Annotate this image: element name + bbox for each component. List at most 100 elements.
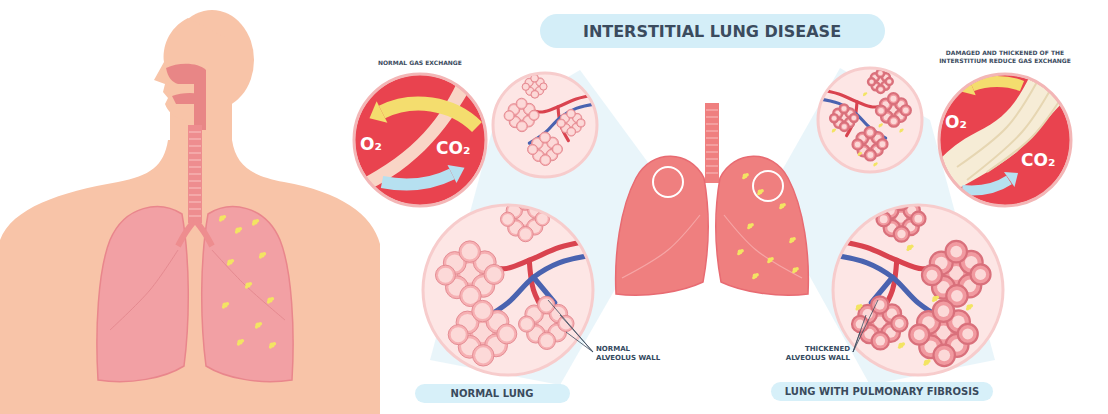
focus-ring xyxy=(753,171,783,201)
alveolus-cluster xyxy=(909,300,978,366)
lung-fissure xyxy=(212,250,285,320)
fibrosis-spot xyxy=(752,273,759,279)
alveolus xyxy=(501,212,515,226)
trachea-ring xyxy=(189,173,201,175)
lung-fissure xyxy=(724,215,802,278)
fibrosis-spot xyxy=(742,173,749,179)
alveolus xyxy=(909,325,929,345)
fibrosis-spot xyxy=(898,342,905,349)
alveolus xyxy=(529,110,539,120)
alveolus xyxy=(888,93,899,104)
fibrosis-spot xyxy=(966,304,973,311)
alveolus xyxy=(504,111,514,121)
section-band: LUNG WITH PULMONARY FIBROSIS xyxy=(771,382,993,401)
alveolus xyxy=(540,132,551,143)
alveolus xyxy=(558,315,574,331)
fibrosis-spot xyxy=(267,297,274,304)
alveolus xyxy=(540,155,551,166)
alveolus xyxy=(872,332,889,349)
fibrosis-spot xyxy=(792,267,799,273)
section-band: NORMAL LUNG xyxy=(415,384,570,403)
leader-line xyxy=(566,332,593,352)
alveolus xyxy=(958,324,978,344)
alveolus xyxy=(871,296,888,313)
alveolus-cluster xyxy=(830,104,858,131)
fibrosis-spot xyxy=(767,257,774,263)
alveolus xyxy=(853,139,863,149)
alveolus xyxy=(540,83,547,90)
alveolus xyxy=(901,105,911,115)
lung-right xyxy=(202,207,293,382)
alveolus xyxy=(472,300,493,321)
trachea-ring xyxy=(706,137,718,139)
alveolus xyxy=(519,316,535,332)
fibrosis-spot xyxy=(932,295,939,302)
trachea-ring xyxy=(189,208,201,210)
alveolus-cluster xyxy=(853,127,888,160)
vein xyxy=(829,254,944,319)
carbon-dioxide-arrow xyxy=(962,172,1018,191)
fibrosis-spot xyxy=(832,129,836,133)
fibrosis-spot xyxy=(873,162,877,166)
alveolus xyxy=(876,106,886,116)
alveolus-cluster xyxy=(922,241,991,307)
torso xyxy=(0,140,380,414)
alveolus xyxy=(516,98,527,109)
alveolus-cluster xyxy=(435,241,504,307)
alveolus xyxy=(888,116,899,127)
trachea xyxy=(188,125,202,223)
central-lungs xyxy=(616,103,809,295)
alveolus xyxy=(538,332,555,349)
alveolus xyxy=(850,114,858,122)
trachea-ring xyxy=(706,144,718,146)
fibrosis-spot xyxy=(855,304,862,311)
alveolus xyxy=(852,316,868,332)
carbon-dioxide-arrow xyxy=(382,165,465,184)
trachea-ring xyxy=(706,151,718,153)
alveolus xyxy=(911,212,925,226)
fibrosis-spot xyxy=(237,339,244,346)
alveolus xyxy=(934,345,955,366)
circle-heading: DAMAGED AND THICKENED OF THE INTERSTITIU… xyxy=(932,49,1078,64)
alveolus xyxy=(865,127,876,138)
trachea-ring xyxy=(706,172,718,174)
alveolus xyxy=(840,122,849,131)
alveolus-cluster xyxy=(501,195,550,242)
alveolus xyxy=(971,264,991,284)
magnifier-circle xyxy=(815,68,922,172)
gas-symbol: O₂ xyxy=(945,112,967,133)
alveolus xyxy=(877,85,885,93)
fibrosis-spot xyxy=(737,249,744,255)
fibrosis-spot xyxy=(789,237,796,243)
alveolus xyxy=(922,265,942,285)
trachea-ring xyxy=(189,131,201,133)
alveolus xyxy=(497,324,517,344)
trachea xyxy=(705,103,719,183)
alveolus xyxy=(840,104,849,113)
alveolus-cluster xyxy=(448,300,517,366)
alveolus-wall xyxy=(352,72,480,198)
fibrosis-spot xyxy=(219,215,226,222)
trachea-ring xyxy=(706,109,718,111)
alveolus xyxy=(522,83,529,90)
alveolus xyxy=(933,300,954,321)
magnifier-circle xyxy=(829,195,1003,375)
band-label: LUNG WITH PULMONARY FIBROSIS xyxy=(785,386,979,397)
lung-fissure xyxy=(622,215,700,278)
fibrosis-spot xyxy=(227,259,234,266)
leader-line xyxy=(853,315,866,352)
gas-exchange-circle: NORMAL GAS EXCHANGEO₂CO₂ xyxy=(352,72,488,208)
fibrosis-spot xyxy=(779,203,786,209)
alveolus xyxy=(435,265,455,285)
leader-line xyxy=(853,300,878,352)
alveolus xyxy=(528,144,538,154)
vein xyxy=(815,98,885,138)
fibrosis-spot xyxy=(252,219,259,226)
lung-fissure xyxy=(110,250,178,330)
alveolus xyxy=(577,119,585,127)
fibrosis-spot xyxy=(235,227,242,234)
trachea-ring xyxy=(189,201,201,203)
trachea-ring xyxy=(189,215,201,217)
circle-heading: NORMAL GAS EXCHANGE xyxy=(378,59,462,67)
